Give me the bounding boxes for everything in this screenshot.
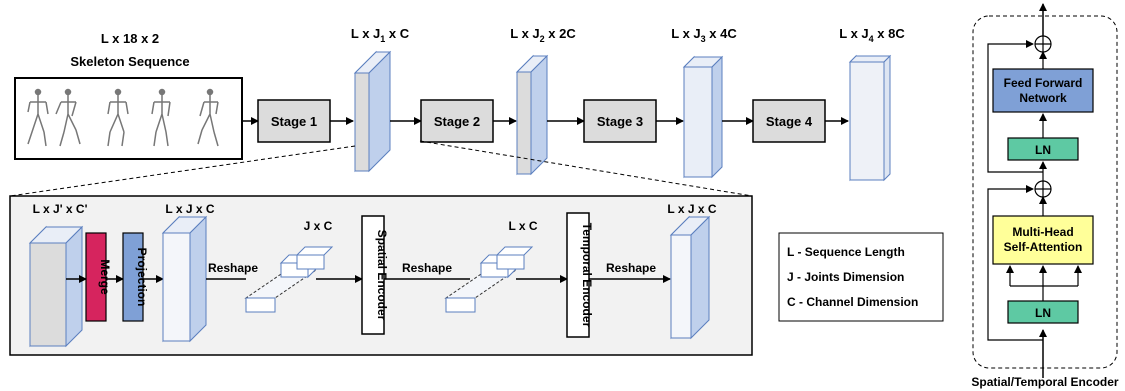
detail-proj-block — [161, 215, 208, 343]
skip-connection-2 — [987, 40, 1043, 173]
ln-top-label: LN — [1035, 143, 1051, 157]
zoom-line-left — [9, 145, 356, 197]
merge-label: Merge — [98, 259, 112, 295]
lxc-tensor — [444, 246, 534, 313]
mhsa-box — [992, 215, 1094, 265]
encoder-outline — [972, 15, 1118, 369]
feature-block-3 — [682, 55, 724, 179]
stage2-box — [420, 99, 494, 143]
reshape1-label: Reshape — [208, 261, 258, 275]
jxc-label: J x C — [304, 219, 333, 233]
feature-block-1 — [353, 50, 392, 173]
temporal-encoder-box — [566, 212, 590, 338]
legend-item-c: C - Channel Dimension — [787, 295, 918, 309]
stage1-label: Stage 1 — [271, 114, 317, 129]
spatial-encoder-box — [361, 215, 385, 335]
projection-box — [122, 232, 144, 322]
temporal-encoder-label: Temporal Encoder — [580, 223, 594, 328]
legend-item-l: L - Sequence Length — [787, 245, 905, 259]
stage3-box — [583, 99, 657, 143]
zoom-line-right — [419, 140, 753, 197]
detail-output-block — [669, 215, 711, 340]
skeleton-sequence-box — [14, 77, 243, 160]
block3-dims: L x J3 x 4C — [671, 26, 737, 44]
stage4-label: Stage 4 — [766, 114, 813, 129]
stage3-label: Stage 3 — [597, 114, 643, 129]
stage2-label: Stage 2 — [434, 114, 480, 129]
feature-block-2 — [515, 54, 549, 176]
encoder-caption: Spatial/Temporal Encoder — [971, 375, 1118, 389]
legend-box — [778, 232, 944, 322]
detail-input-block — [28, 225, 84, 348]
block4-dims: L x J4 x 8C — [839, 26, 905, 44]
spatial-encoder-label: Spatial Encoder — [375, 230, 389, 321]
mhsa-label-line2: Self-Attention — [1004, 240, 1083, 254]
block1-dims: L x J1 x C — [351, 26, 410, 44]
merge-box — [85, 232, 107, 322]
detail-proj-dims: L x J x C — [165, 202, 214, 216]
ln-bottom-label: LN — [1035, 306, 1051, 320]
ffn-label-line2: Network — [1019, 91, 1067, 105]
jxc-tensor — [244, 246, 334, 313]
projection-label: Projection — [135, 248, 149, 307]
feature-block-4 — [848, 54, 892, 182]
detail-out-dims: L x J x C — [667, 202, 716, 216]
skip-connection-1 — [987, 185, 1043, 341]
lxc-label: L x C — [508, 219, 537, 233]
ffn-box — [992, 68, 1094, 113]
stage4-box — [752, 99, 826, 143]
input-dims-label: L x 18 x 2 — [101, 31, 159, 46]
legend-item-j: J - Joints Dimension — [787, 270, 904, 284]
reshape2-label: Reshape — [402, 261, 452, 275]
stage1-box — [257, 99, 331, 143]
skeleton-figures — [27, 88, 219, 147]
reshape3-label: Reshape — [606, 261, 656, 275]
input-title: Skeleton Sequence — [70, 54, 189, 69]
block2-dims: L x J2 x 2C — [510, 26, 576, 44]
ffn-label-line1: Feed Forward — [1004, 76, 1083, 90]
mhsa-label-line1: Multi-Head — [1012, 225, 1073, 239]
detail-in-dims: L x J' x C' — [33, 202, 88, 216]
